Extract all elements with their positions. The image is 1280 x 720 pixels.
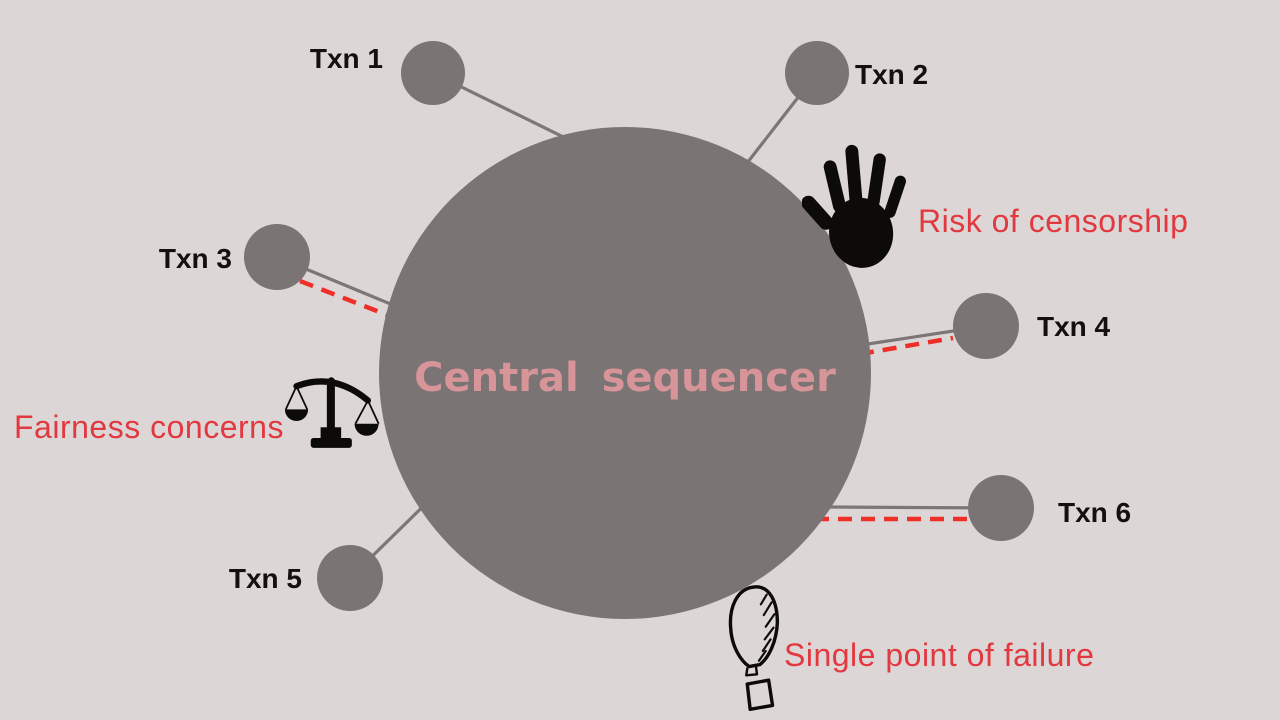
- scales-icon: [284, 377, 380, 448]
- risk-of-censorship-label: Risk of censorship: [918, 203, 1189, 239]
- txn-node-label: Txn 3: [158, 243, 232, 274]
- hand-icon: [802, 144, 906, 268]
- txn-node-circle[interactable]: [968, 475, 1034, 541]
- txn-node-circle[interactable]: [953, 293, 1019, 359]
- txn-node-circle[interactable]: [401, 41, 465, 105]
- red-dashed-line: [299, 278, 401, 323]
- single-point-of-failure-label: Single point of failure: [784, 637, 1095, 673]
- txn-node-circle[interactable]: [244, 224, 310, 290]
- txn-node-label: Txn 4: [1037, 311, 1111, 342]
- txn-node-circle[interactable]: [785, 41, 849, 105]
- txn-node-label: Txn 5: [228, 563, 302, 594]
- red-dashed-line: [859, 335, 954, 357]
- central-sequencer-node[interactable]: [379, 127, 871, 619]
- central-node-label: Central sequencer: [414, 355, 836, 401]
- balloon-icon: [728, 585, 780, 711]
- txn-node-label: Txn 2: [855, 59, 929, 90]
- txn-node-label: Txn 1: [309, 43, 383, 74]
- fairness-concerns-label: Fairness concerns: [14, 409, 284, 445]
- txn-node-circle[interactable]: [317, 545, 383, 611]
- txn-node-label: Txn 6: [1058, 497, 1132, 528]
